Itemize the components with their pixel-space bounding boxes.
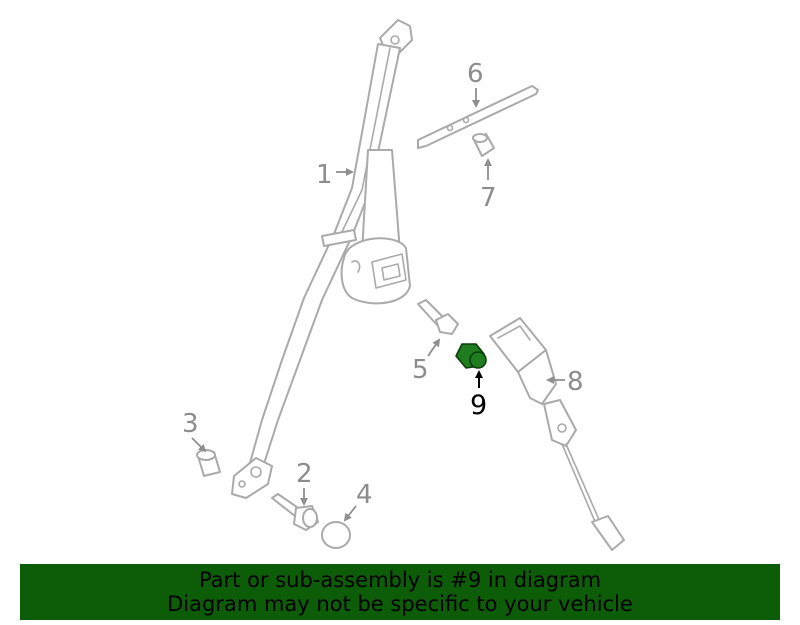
callout-4: 4 <box>356 480 373 510</box>
callout-6: 6 <box>467 59 484 89</box>
leader-3 <box>191 437 207 453</box>
callout-labels: 1 2 3 4 5 6 7 8 9 <box>182 59 584 510</box>
part-1-seat-belt-assembly[interactable] <box>231 19 413 499</box>
callout-2: 2 <box>296 459 313 489</box>
callout-7: 7 <box>480 183 497 213</box>
part-4-cap[interactable] <box>321 521 351 549</box>
part-2-anchor-bolt[interactable] <box>271 493 319 531</box>
info-banner: Part or sub-assembly is #9 in diagram Di… <box>20 564 780 620</box>
part-6-rail[interactable] <box>417 85 539 149</box>
callout-5: 5 <box>412 355 429 385</box>
part-8-buckle[interactable] <box>489 317 625 551</box>
callout-3: 3 <box>182 409 199 439</box>
banner-line-disclaimer: Diagram may not be specific to your vehi… <box>167 592 633 616</box>
callout-9: 9 <box>470 390 487 421</box>
part-9-nut-highlighted[interactable] <box>455 343 487 369</box>
part-5-bolt[interactable] <box>417 299 459 335</box>
part-7-spacer[interactable] <box>472 133 495 157</box>
parts-diagram: 1 2 3 4 5 6 7 8 9 <box>182 19 625 551</box>
leader-lines <box>191 88 565 522</box>
leader-4 <box>343 505 357 522</box>
leader-5 <box>427 338 441 357</box>
callout-8: 8 <box>567 367 584 397</box>
banner-line-part-info: Part or sub-assembly is #9 in diagram <box>198 568 602 592</box>
part-3-spacer[interactable] <box>196 449 221 477</box>
callout-1: 1 <box>316 160 333 190</box>
